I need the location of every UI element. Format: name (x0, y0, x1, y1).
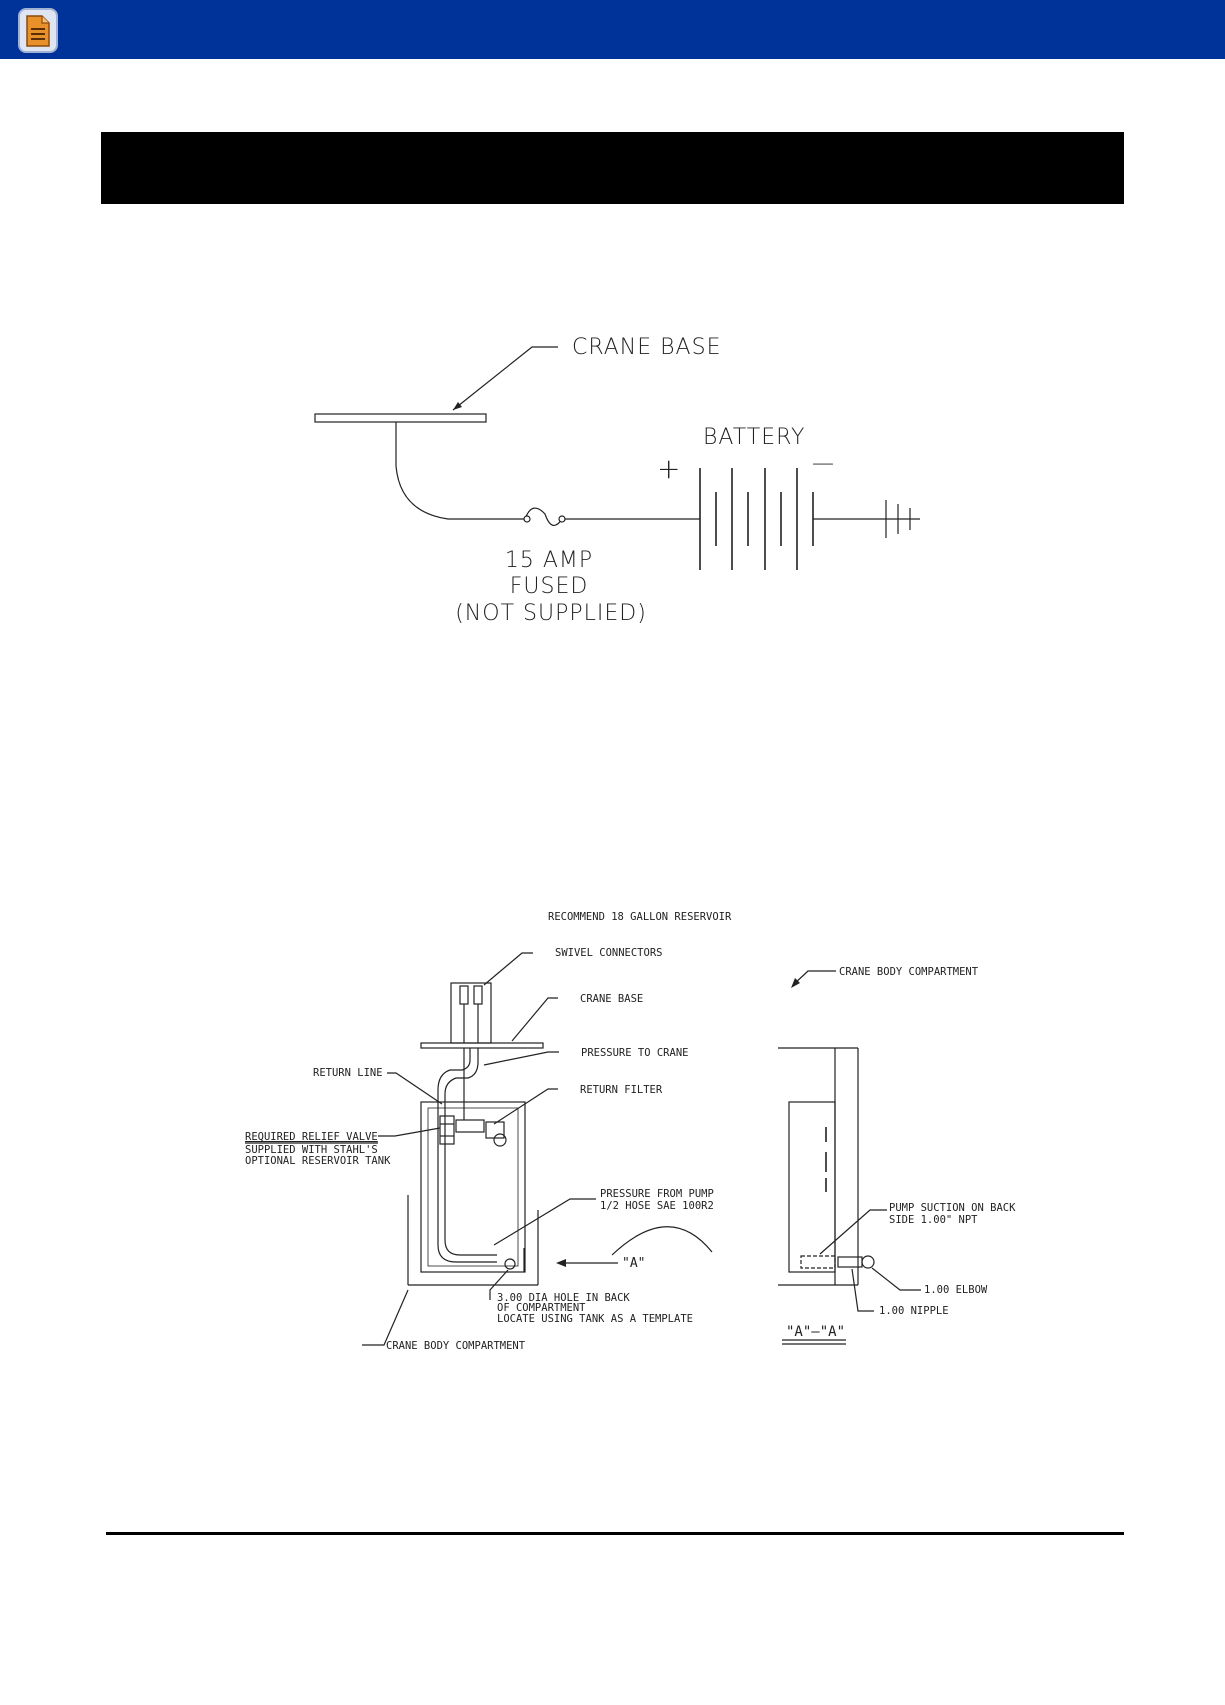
document-icon[interactable] (18, 8, 58, 53)
nipple-label: 1.00 NIPPLE (879, 1305, 949, 1317)
section-title-band (101, 132, 1124, 204)
return-filter (455, 1119, 485, 1133)
swivel-connector (473, 985, 483, 1005)
supplied-label-2: OPTIONAL RESERVOIR TANK (245, 1155, 391, 1167)
elbow-fitting (861, 1255, 875, 1269)
crane-base-label-2: CRANE BASE (580, 993, 643, 1005)
hole-label-1: 3.00 DIA HOLE IN BACK (497, 1292, 630, 1304)
crane-base-plate (314, 413, 487, 423)
return-filter-label: RETURN FILTER (580, 1084, 663, 1096)
crane-base-plate-2 (420, 1042, 544, 1049)
return-line-label: RETURN LINE (313, 1067, 383, 1079)
hole-label-2: OF COMPARTMENT (497, 1302, 586, 1314)
supplied-label-1: SUPPLIED WITH STAHL'S (245, 1144, 378, 1156)
relief-valve-label: REQUIRED RELIEF VALVE (245, 1131, 378, 1143)
fuse-label-3: (NOT SUPPLIED) (455, 601, 647, 626)
pump-suction-label-1: PUMP SUCTION ON BACK (889, 1202, 1016, 1214)
header-bar (0, 0, 1225, 59)
section-tank (788, 1101, 836, 1273)
relief-valve (439, 1115, 455, 1145)
footer-rule (106, 1532, 1124, 1535)
mounting-hole (504, 1258, 516, 1270)
pressure-from-pump-label-1: PRESSURE FROM PUMP (600, 1188, 714, 1200)
negative-sign: — (812, 451, 835, 476)
section-a-curve (611, 1226, 713, 1256)
wiring-diagram: CRANE BASE BATTERY + — 15 AMP FUSED (NOT… (314, 335, 920, 626)
battery-label: BATTERY (703, 425, 805, 450)
section-a-label: "A" (622, 1256, 645, 1271)
crane-body-label-bottom: CRANE BODY COMPARTMENT (386, 1340, 526, 1352)
elbow-label: 1.00 ELBOW (924, 1284, 988, 1296)
hole-label-3: LOCATE USING TANK AS A TEMPLATE (497, 1313, 693, 1325)
pump-suction-label-2: SIDE 1.00" NPT (889, 1214, 978, 1226)
fuse-symbol (524, 507, 563, 526)
positive-sign: + (657, 452, 681, 485)
section-aa-label: "A"—"A" (786, 1324, 845, 1340)
crane-base-label: CRANE BASE (572, 335, 721, 360)
crane-base-leader (452, 346, 558, 411)
fuse-label-1: 15 AMP (505, 548, 593, 573)
recommend-label: RECOMMEND 18 GALLON RESERVOIR (548, 911, 732, 923)
pressure-to-crane-label: PRESSURE TO CRANE (581, 1047, 688, 1059)
reservoir-tank (420, 1101, 526, 1273)
fuse-label-2: FUSED (510, 574, 589, 599)
pressure-from-pump-label-2: 1/2 HOSE SAE 100R2 (600, 1200, 714, 1212)
swivel-housing (450, 982, 492, 1044)
crane-body-label-right: CRANE BODY COMPARTMENT (839, 966, 979, 978)
swivel-label: SWIVEL CONNECTORS (555, 947, 662, 959)
reservoir-diagram: RECOMMEND 18 GALLON RESERVOIR SWIVEL CON… (245, 911, 1016, 1352)
swivel-connector (459, 985, 469, 1005)
pump-suction-port (800, 1255, 836, 1269)
crane-body-leader (792, 970, 836, 986)
wire-positive (395, 422, 525, 520)
return-filter-body (485, 1121, 505, 1139)
